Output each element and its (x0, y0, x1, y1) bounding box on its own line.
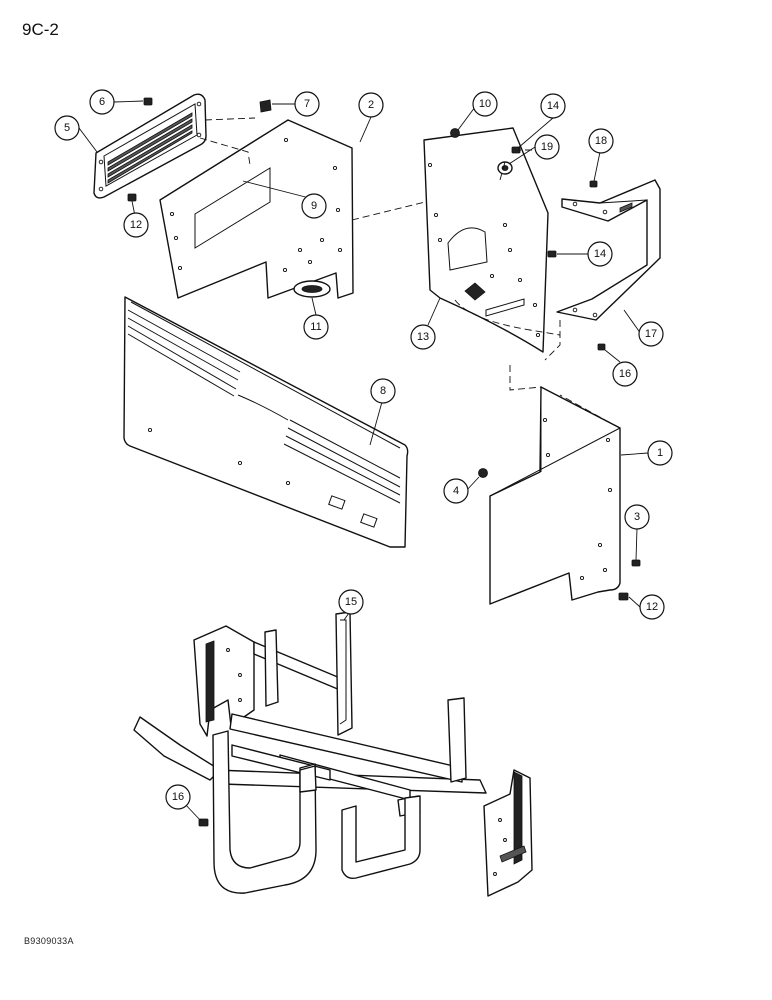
callout-1: 1 (647, 440, 673, 466)
callout-14-upper: 14 (540, 93, 566, 119)
callout-1-label: 1 (657, 447, 663, 459)
callout-11: 11 (303, 314, 329, 340)
callout-18-label: 18 (595, 135, 607, 147)
callout-16-lower: 16 (165, 784, 191, 810)
nut-19 (497, 161, 513, 175)
callout-12-upper-label: 12 (130, 219, 142, 231)
callout-19-label: 19 (541, 141, 553, 153)
callout-3-label: 3 (634, 511, 640, 523)
screw-18 (589, 180, 598, 188)
callout-12-upper: 12 (123, 212, 149, 238)
assembly-lines (199, 117, 621, 429)
part-grommet (293, 280, 331, 298)
callout-12-lower: 12 (639, 594, 665, 620)
nut-10 (450, 128, 460, 138)
callout-8: 8 (370, 378, 396, 404)
callout-4-label: 4 (453, 485, 459, 497)
drawing-code: B9309033A (24, 936, 74, 946)
callout-2-label: 2 (368, 99, 374, 111)
callout-14-upper-label: 14 (547, 100, 559, 112)
callout-14-lower-label: 14 (594, 248, 606, 260)
screw-12-lower (618, 592, 629, 601)
callout-5: 5 (54, 115, 80, 141)
callout-19: 19 (534, 134, 560, 160)
callout-16-lower-label: 16 (172, 791, 184, 803)
callout-16-upper: 16 (612, 361, 638, 387)
callout-7-label: 7 (304, 98, 310, 110)
callout-17-label: 17 (645, 328, 657, 340)
part-right-side-panel (489, 386, 621, 605)
page-label: 9C-2 (22, 20, 59, 39)
callouts: 1 2 3 4 5 6 7 8 9 10 11 12 12 13 14 14 1… (54, 89, 673, 810)
callout-10: 10 (472, 91, 498, 117)
part-grille-panel (93, 93, 207, 199)
fastener-12-upper (127, 193, 137, 202)
callout-9-label: 9 (311, 200, 317, 212)
nut-4 (478, 468, 488, 478)
part-base-frame (133, 611, 533, 897)
callout-12-lower-label: 12 (646, 601, 658, 613)
callout-5-label: 5 (64, 122, 70, 134)
callout-13-label: 13 (417, 331, 429, 343)
callout-11-label: 11 (310, 321, 321, 333)
callout-9: 9 (301, 193, 327, 219)
callout-6: 6 (89, 89, 115, 115)
callout-14-lower: 14 (587, 241, 613, 267)
callout-18: 18 (588, 128, 614, 154)
callout-15: 15 (338, 589, 364, 615)
callout-15-label: 15 (345, 596, 357, 608)
callout-7: 7 (294, 91, 320, 117)
callout-6-label: 6 (99, 96, 105, 108)
screw-3 (631, 559, 641, 567)
part-rear-plate (423, 127, 549, 353)
callout-2: 2 (358, 92, 384, 118)
part-bracket (556, 179, 661, 321)
fastener-6 (143, 97, 153, 106)
screw-14-lower (547, 250, 557, 258)
callout-8-label: 8 (380, 385, 386, 397)
callout-4: 4 (443, 478, 469, 504)
callout-10-label: 10 (479, 98, 491, 110)
callout-13: 13 (410, 324, 436, 350)
callout-17: 17 (638, 321, 664, 347)
callout-16-upper-label: 16 (619, 368, 631, 380)
clip-7 (259, 99, 272, 113)
callout-3: 3 (624, 504, 650, 530)
part-left-side-panel (159, 119, 354, 299)
screw-16-upper (597, 343, 606, 351)
part-front-grille-panel (123, 296, 409, 548)
